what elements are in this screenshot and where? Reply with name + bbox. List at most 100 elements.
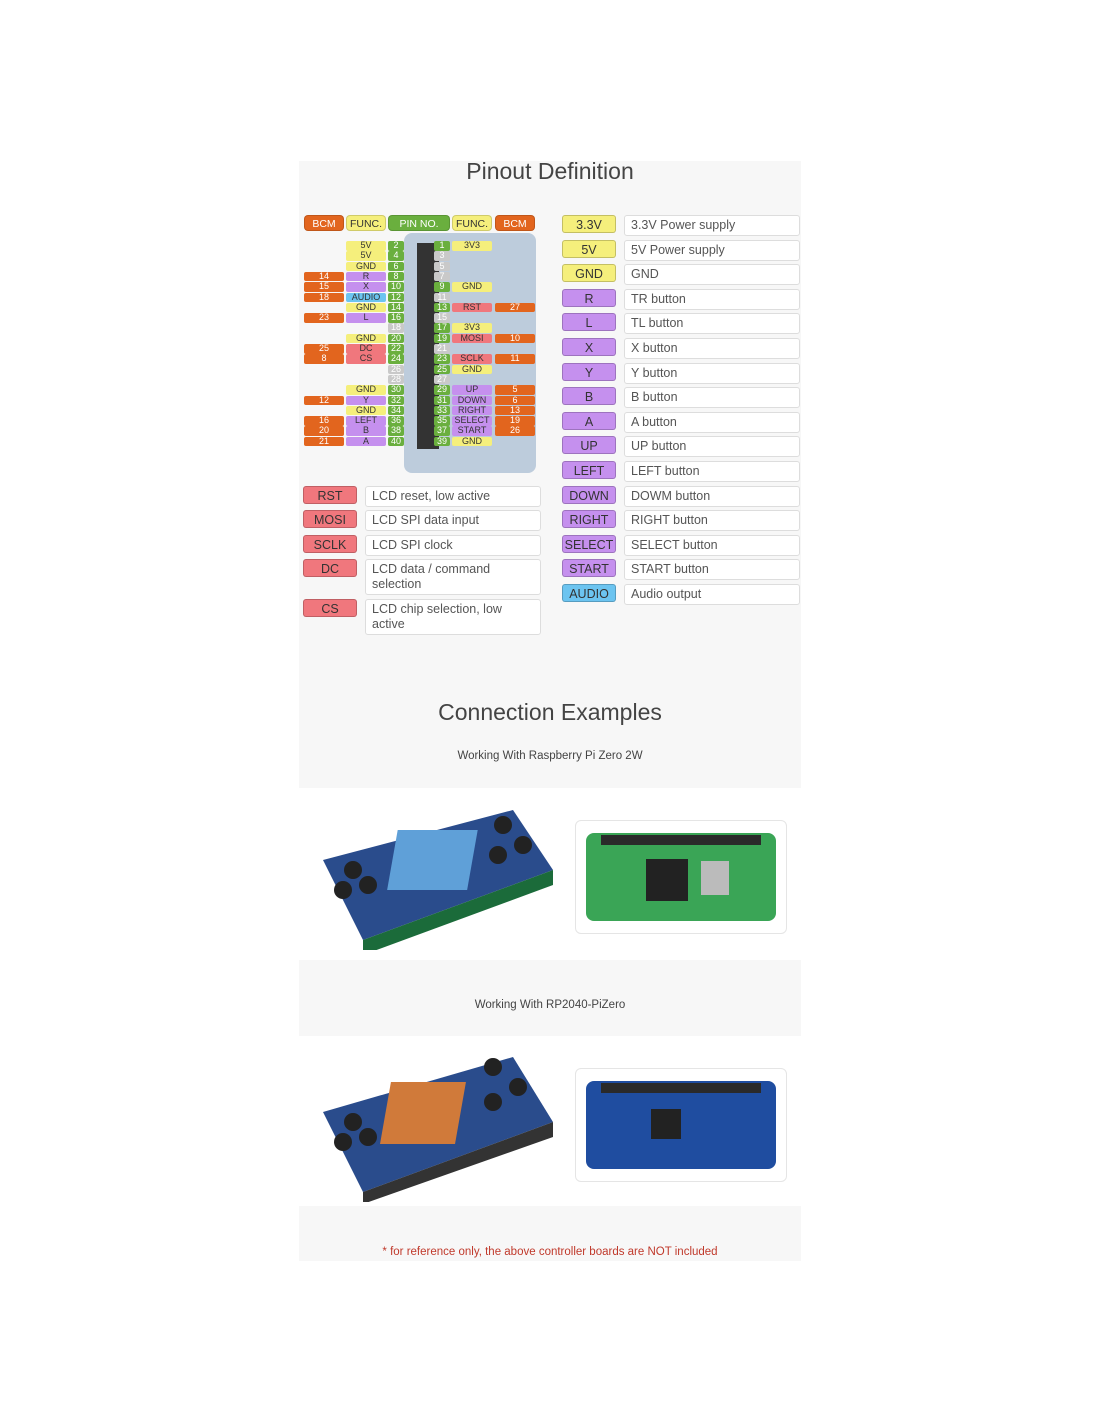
pin-number: 24 <box>388 354 404 364</box>
bcm-right: 19 <box>495 416 535 426</box>
legend-desc: A button <box>624 411 800 433</box>
pin-number: 18 <box>388 323 404 333</box>
func-left: GND <box>346 385 386 395</box>
legend-desc: LCD SPI data input <box>365 510 541 531</box>
func-right: GND <box>452 282 492 292</box>
example-1-caption: Working With Raspberry Pi Zero 2W <box>457 750 643 762</box>
pin-number: 4 <box>388 251 404 261</box>
pin-number: 16 <box>388 313 404 323</box>
pin-number: 3 <box>434 251 450 261</box>
legend-item: SELECT SELECT button <box>562 534 800 556</box>
header-4: BCM <box>495 215 535 231</box>
reference-note: * for reference only, the above controll… <box>382 1246 718 1258</box>
pin-number: 21 <box>434 343 450 354</box>
pin-number: 1 <box>434 240 450 251</box>
pin-number: 39 <box>434 436 450 447</box>
legend-desc: DOWM button <box>624 485 800 507</box>
legend-item: DOWN DOWM button <box>562 485 800 507</box>
func-left: Y <box>346 395 386 405</box>
pin-number: 17 <box>434 323 450 333</box>
legend-tag: UP <box>562 436 616 455</box>
bcm-right: 26 <box>495 426 535 436</box>
legend-tag: SCLK <box>303 535 357 553</box>
func-left: CS <box>346 354 386 364</box>
header-1: FUNC. <box>346 215 386 231</box>
pin-number: 37 <box>434 426 450 436</box>
legend-tag: L <box>562 313 616 332</box>
func-left: GND <box>346 302 386 313</box>
legend-item: START START button <box>562 559 800 581</box>
example-2-images <box>299 1036 801 1206</box>
bcm-left: 16 <box>304 416 344 426</box>
bcm-left: 20 <box>304 426 344 436</box>
legend-desc: X button <box>624 338 800 359</box>
pin-number: 9 <box>434 282 450 292</box>
bcm-right: 6 <box>495 395 535 405</box>
func-left: X <box>346 282 386 292</box>
pin-number: 13 <box>434 302 450 313</box>
legend-tag: 5V <box>562 239 616 258</box>
legend-item: 3.3V 3.3V Power supply <box>562 215 800 236</box>
func-left: DC <box>346 343 386 354</box>
game-hat-on-pi-zero-image <box>313 800 555 955</box>
legend-tag: 3.3V <box>562 215 616 233</box>
example-1-images <box>299 788 801 960</box>
legend-item: 5V 5V Power supply <box>562 239 800 261</box>
func-left: 5V <box>346 240 386 251</box>
pi-zero-2w-board-image <box>575 820 787 934</box>
legend-tag: A <box>562 411 616 430</box>
header-0: BCM <box>304 215 344 231</box>
examples-title: Connection Examples <box>438 699 662 725</box>
func-right: GND <box>452 364 492 375</box>
pin-number: 26 <box>388 364 404 375</box>
legend-item: Y Y button <box>562 362 800 384</box>
legend-item: LEFT LEFT button <box>562 461 800 482</box>
legend-desc: LCD SPI clock <box>365 535 541 556</box>
legend-desc: B button <box>624 387 800 409</box>
legend-tag: DOWN <box>562 485 616 504</box>
legend-tag: LEFT <box>562 461 616 479</box>
legend-tag: RIGHT <box>562 510 616 529</box>
legend-desc: UP button <box>624 436 800 458</box>
legend-tag: START <box>562 559 616 578</box>
legend-tag: Y <box>562 362 616 381</box>
func-right: MOSI <box>452 333 492 344</box>
legend-item: UP UP button <box>562 436 800 458</box>
func-right: SCLK <box>452 354 492 364</box>
pin-number: 30 <box>388 385 404 395</box>
pin-number: 33 <box>434 405 450 416</box>
legend-desc: 3.3V Power supply <box>624 215 800 236</box>
func-left: AUDIO <box>346 292 386 302</box>
header-2: PIN NO. <box>388 215 450 231</box>
legend-desc: TL button <box>624 313 800 335</box>
legend-desc: 5V Power supply <box>624 239 800 261</box>
legend-desc: Y button <box>624 362 800 384</box>
bcm-right: 10 <box>495 333 535 344</box>
rp2040-pizero-board-image <box>575 1068 787 1182</box>
func-right: SELECT <box>452 416 492 426</box>
pin-number: 32 <box>388 395 404 405</box>
legend-desc: SELECT button <box>624 534 800 556</box>
func-left: B <box>346 426 386 436</box>
legend-tag: AUDIO <box>562 584 616 602</box>
pin-number: 38 <box>388 426 404 436</box>
pin-number: 5 <box>434 261 450 272</box>
bcm-right: 11 <box>495 354 535 364</box>
func-right: RIGHT <box>452 405 492 416</box>
pin-number: 19 <box>434 333 450 344</box>
pin-number: 28 <box>388 374 404 385</box>
legend-tag: MOSI <box>303 510 357 528</box>
bcm-right: 13 <box>495 405 535 416</box>
func-left: GND <box>346 261 386 272</box>
legend-tag: SELECT <box>562 534 616 553</box>
legend-desc: LCD chip selection, low active <box>365 599 541 635</box>
func-left: GND <box>346 405 386 416</box>
legend-desc: LEFT button <box>624 461 800 482</box>
legend-tag: R <box>562 288 616 307</box>
pin-number: 8 <box>388 271 404 282</box>
legend-desc: START button <box>624 559 800 581</box>
